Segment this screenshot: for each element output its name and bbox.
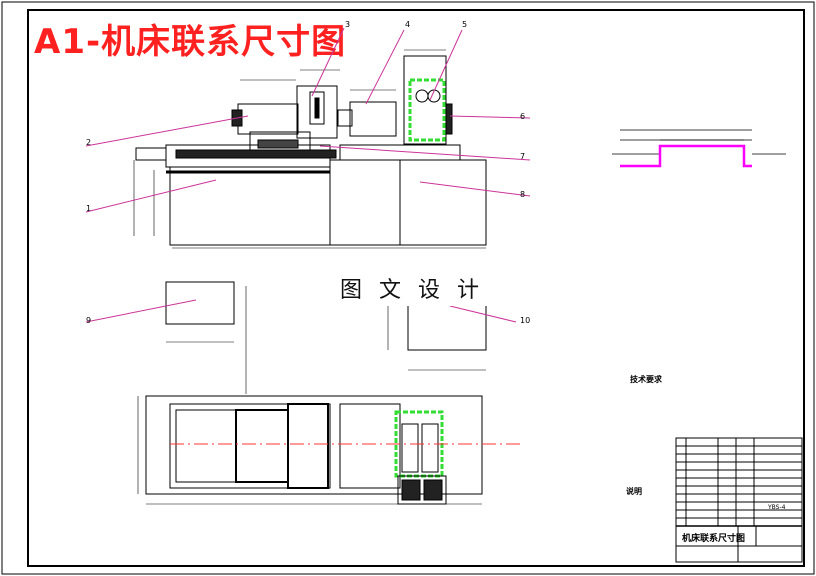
section-view	[612, 129, 786, 155]
callout-label-3: 3	[345, 20, 351, 29]
plan-view	[137, 395, 483, 505]
callout-label-5: 5	[462, 20, 468, 29]
watermark: 图 文 设 计	[330, 270, 494, 306]
callout-label-9: 9	[86, 316, 92, 325]
callout-leaders	[85, 27, 531, 323]
callout-label-2: 2	[86, 138, 92, 147]
title-block-part-no: YBS-4	[768, 504, 786, 511]
callout-label-6: 6	[520, 112, 526, 121]
side-note-1: 技术要求	[630, 375, 662, 384]
callout-label-8: 8	[520, 190, 526, 199]
inner-border	[27, 9, 805, 567]
section-profile	[620, 144, 752, 168]
callout-label-10: 10	[520, 316, 531, 325]
title-block-drawing-name: 机床联系尺寸图	[682, 534, 746, 544]
title-block	[675, 437, 803, 563]
drawing-title: A1-机床联系尺寸图	[34, 22, 347, 62]
callout-label-4: 4	[405, 20, 411, 29]
elevation-view	[133, 49, 487, 249]
side-note-2: 说明	[626, 487, 642, 496]
callout-label-7: 7	[520, 152, 526, 161]
callout-label-1: 1	[86, 204, 92, 213]
